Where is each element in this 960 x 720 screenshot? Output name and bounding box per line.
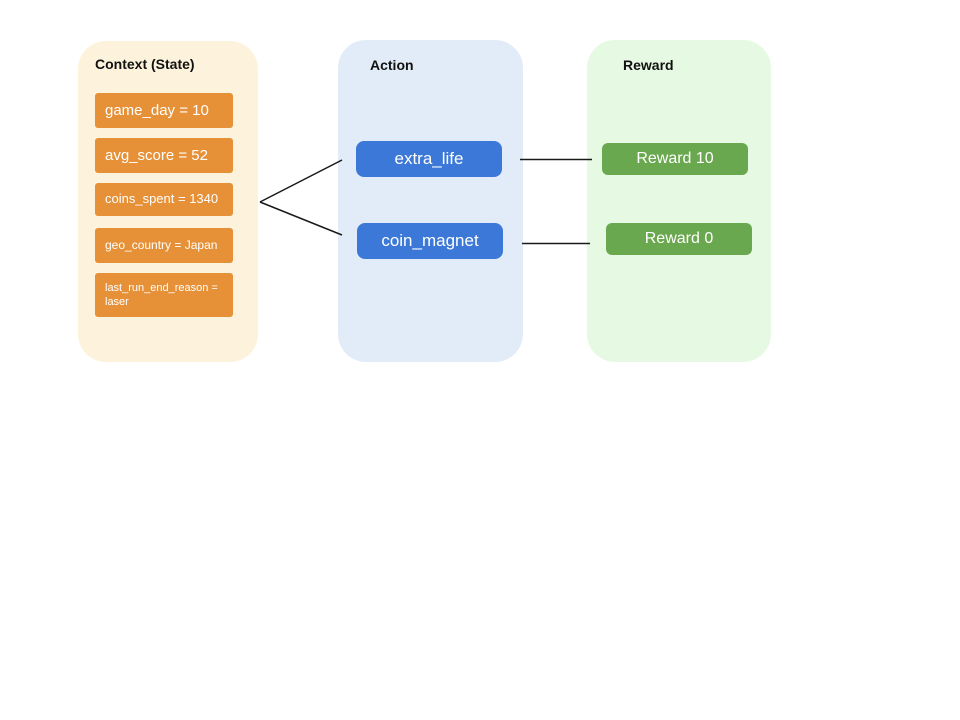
action-panel <box>338 40 523 362</box>
connector-context-to-extra-life <box>259 159 343 203</box>
action-node-extra-life: extra_life <box>356 141 502 177</box>
action-panel-title: Action <box>370 57 414 73</box>
connector-context-to-coin-magnet <box>259 201 343 236</box>
context-item-game-day: game_day = 10 <box>95 93 233 128</box>
reward-panel <box>587 40 771 362</box>
reward-node-10: Reward 10 <box>602 143 748 175</box>
context-item-geo-country: geo_country = Japan <box>95 228 233 263</box>
context-item-coins-spent: coins_spent = 1340 <box>95 183 233 216</box>
context-item-last-run-end-reason: last_run_end_reason = laser <box>95 273 233 317</box>
context-item-avg-score: avg_score = 52 <box>95 138 233 173</box>
reward-panel-title: Reward <box>623 57 674 73</box>
context-panel-title: Context (State) <box>95 56 195 72</box>
action-node-coin-magnet: coin_magnet <box>357 223 503 259</box>
reward-node-0: Reward 0 <box>606 223 752 255</box>
